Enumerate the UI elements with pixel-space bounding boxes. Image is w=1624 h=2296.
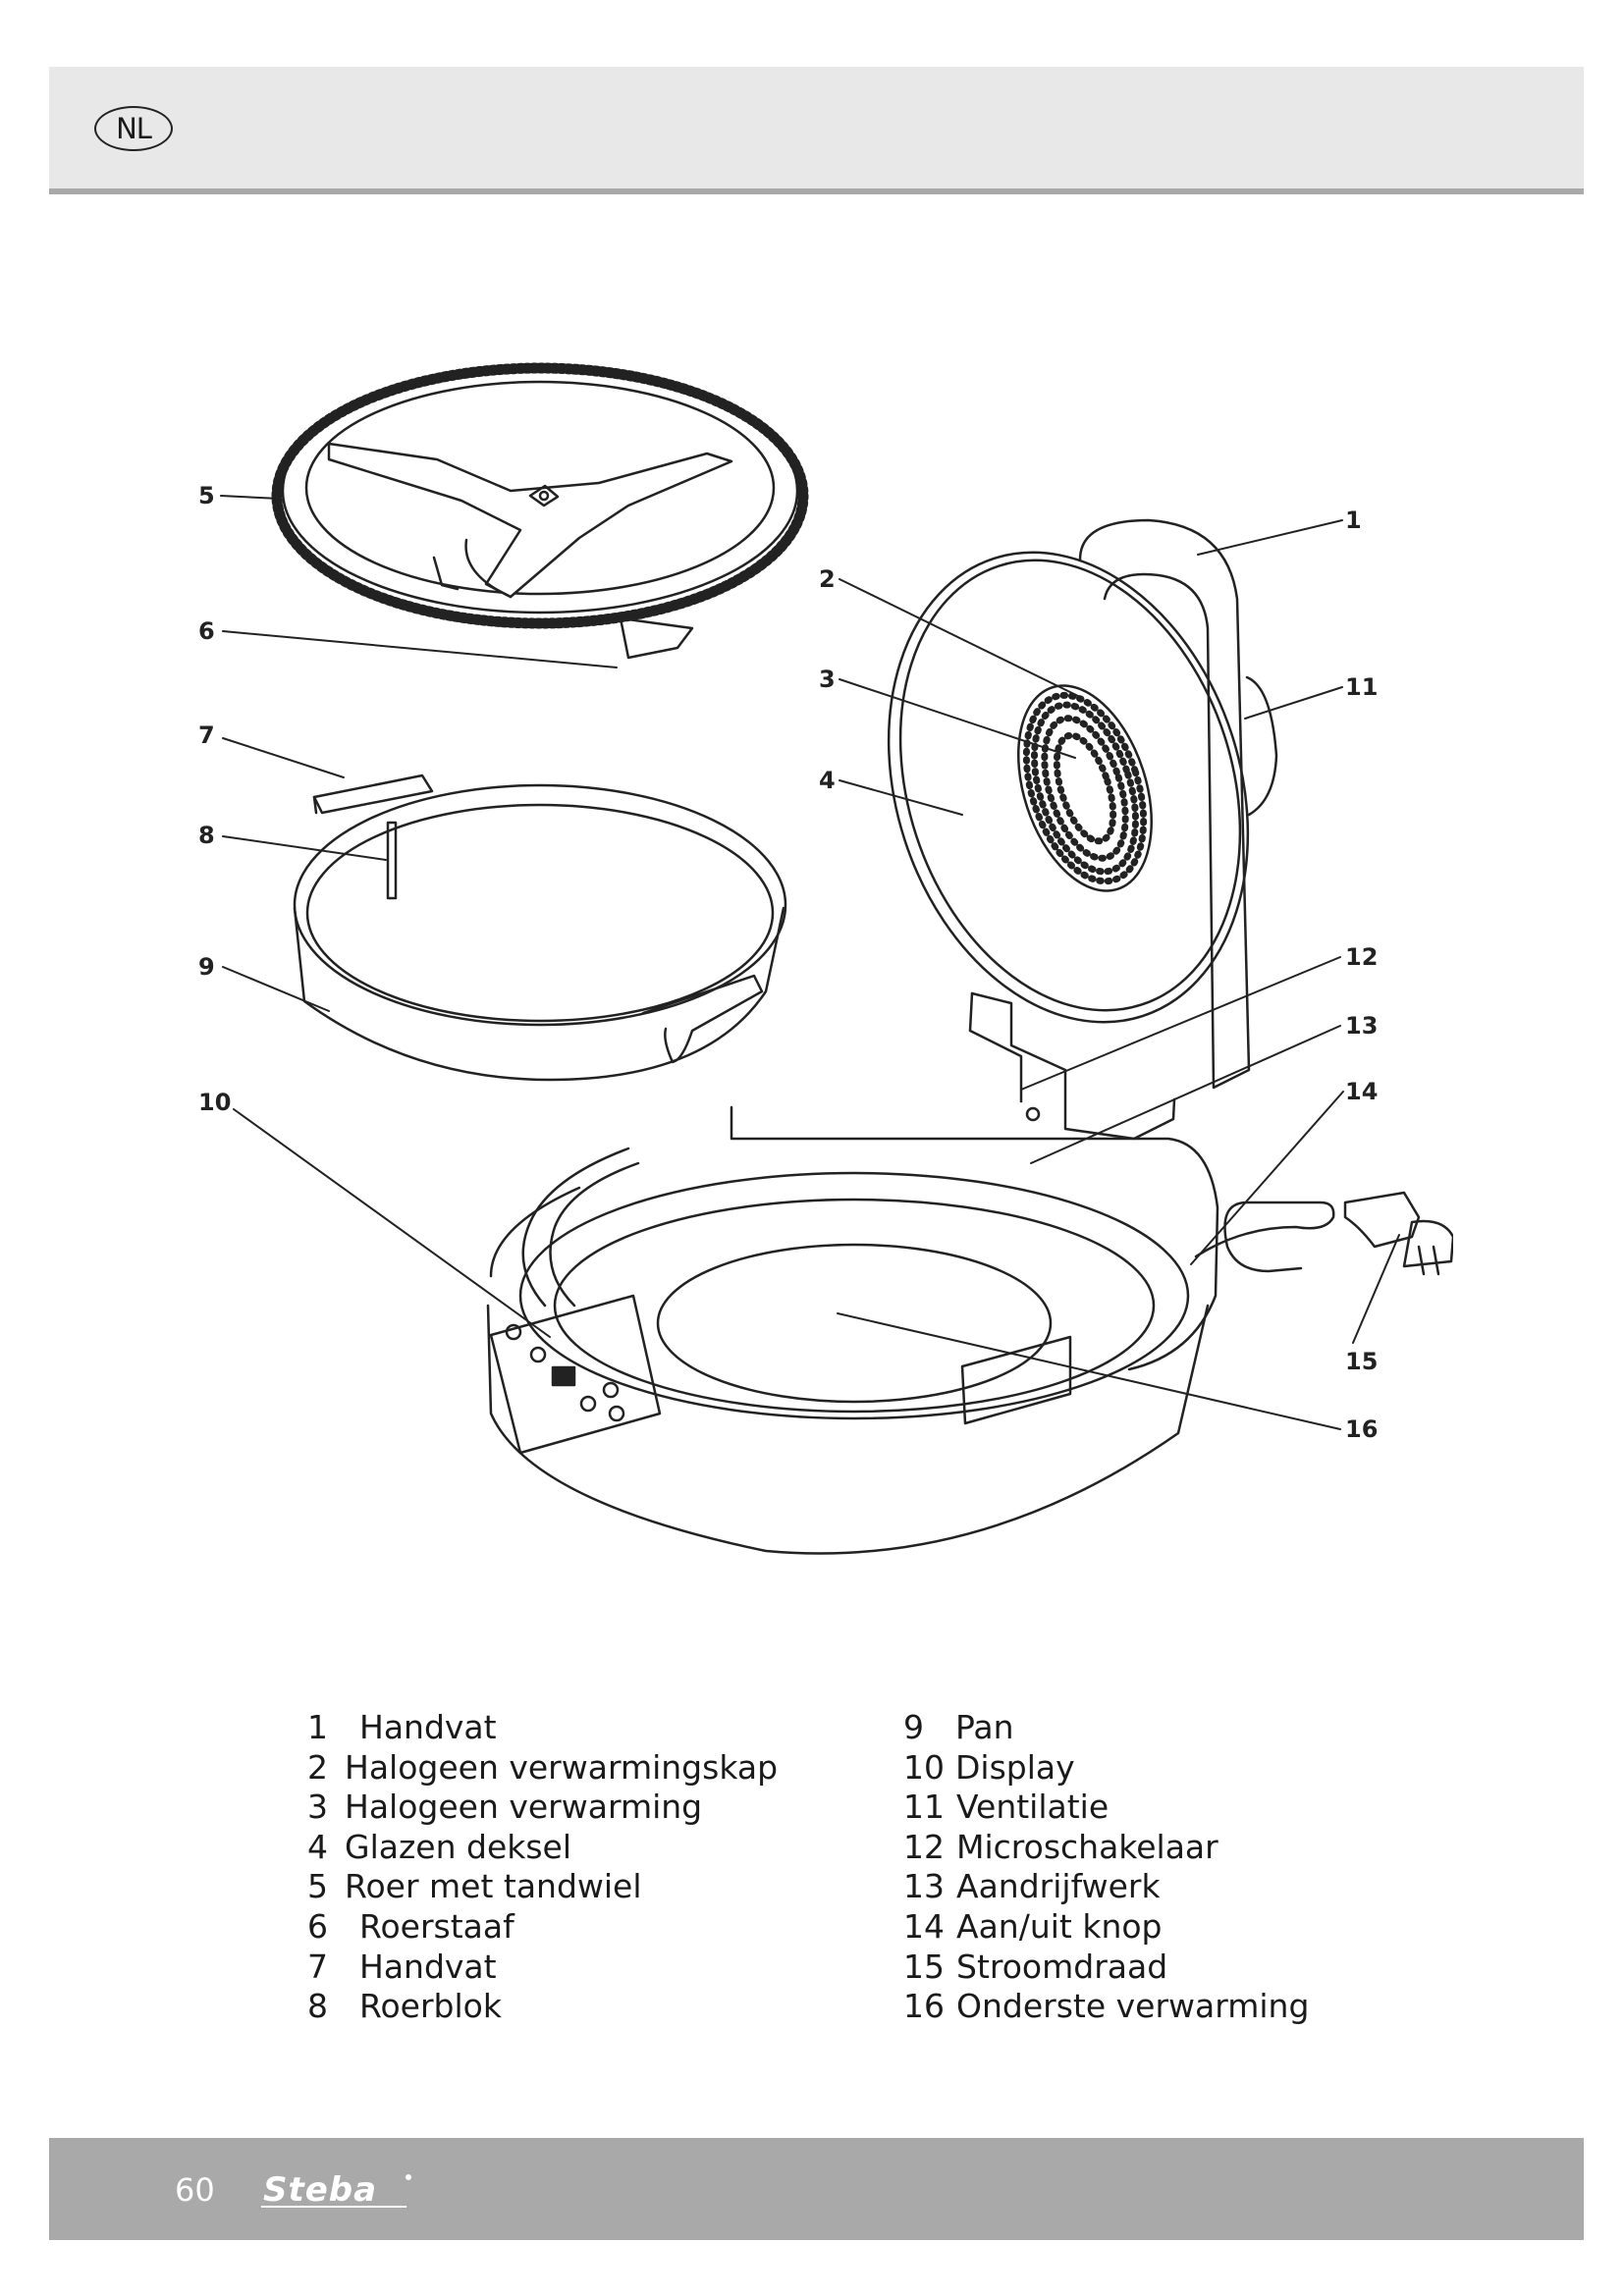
legend-label: Microschakelaar — [956, 1827, 1218, 1866]
legend-number: 12 — [903, 1827, 945, 1866]
callout-11: 11 — [1345, 673, 1378, 701]
legend-label: Aandrijfwerk — [956, 1867, 1161, 1906]
legend-item: 8 Roerblok — [307, 1987, 778, 2027]
legend-label: Stroomdraad — [956, 1947, 1168, 1986]
legend-item: 16 Onderste verwarming — [903, 1987, 1309, 2027]
legend-number: 6 — [307, 1906, 328, 1946]
legend-label: Glazen deksel — [345, 1827, 572, 1866]
legend-number: 2 — [307, 1747, 328, 1787]
callout-15: 15 — [1345, 1348, 1378, 1375]
legend-number: 9 — [903, 1708, 924, 1746]
legend-item: 11 Ventilatie — [903, 1788, 1309, 1828]
callout-4: 4 — [819, 767, 836, 794]
legend-number: 4 — [307, 1827, 328, 1866]
legend-number: 13 — [903, 1867, 945, 1906]
legend-item: 5 Roer met tandwiel — [307, 1867, 778, 1907]
page-footer: 60 Steba — [49, 2138, 1584, 2240]
legend-number: 15 — [903, 1947, 945, 1986]
pan — [293, 774, 787, 1082]
brand-logo: Steba — [261, 2170, 411, 2210]
legend-label: Onderste verwarming — [956, 1987, 1310, 2026]
legend-item: 9 Pan — [903, 1708, 1309, 1748]
callout-12: 12 — [1345, 943, 1378, 971]
callout-13: 13 — [1345, 1012, 1378, 1040]
legend-item: 12 Microschakelaar — [903, 1828, 1309, 1868]
legend-number: 8 — [307, 1987, 328, 2026]
legend-label: Halogeen verwarming — [345, 1788, 703, 1827]
legend-number: 1 — [307, 1708, 328, 1746]
callout-3: 3 — [819, 666, 836, 693]
legend-item: 1 Handvat — [307, 1708, 778, 1748]
callout-5: 5 — [198, 482, 215, 509]
page-number: 60 — [175, 2171, 215, 2209]
callout-14: 14 — [1345, 1078, 1378, 1105]
callout-leaders — [220, 495, 1400, 1430]
legend-label: Handvat — [359, 1708, 497, 1746]
stirrer-with-gear — [271, 362, 809, 660]
legend-number: 11 — [903, 1788, 945, 1827]
legend-label: Handvat — [359, 1947, 497, 1986]
legend-item: 14 Aan/uit knop — [903, 1907, 1309, 1948]
legend-label: Roerstaaf — [359, 1906, 514, 1946]
legend-number: 14 — [903, 1906, 945, 1946]
callout-numbers: 1 2 3 4 5 6 7 8 9 10 11 12 13 14 15 16 — [198, 482, 1378, 1443]
legend-label: Roer met tandwiel — [345, 1867, 642, 1906]
callout-7: 7 — [198, 721, 215, 749]
legend-label: Aan/uit knop — [956, 1906, 1163, 1946]
legend-item: 7 Handvat — [307, 1948, 778, 1988]
legend-number: 16 — [903, 1987, 945, 2026]
callout-9: 9 — [198, 953, 215, 981]
callout-10: 10 — [198, 1089, 231, 1116]
legend-number: 10 — [903, 1747, 945, 1787]
legend-item: 4 Glazen deksel — [307, 1828, 778, 1868]
legend-number: 5 — [307, 1867, 328, 1906]
product-exploded-diagram: 1 2 3 4 5 6 7 8 9 10 11 12 13 14 15 16 — [198, 362, 1453, 1555]
brand-logo-text: Steba — [263, 2170, 377, 2210]
legend-item: 2 Halogeen verwarmingskap — [307, 1748, 778, 1789]
legend-item: 6 Roerstaaf — [307, 1907, 778, 1948]
legend-item: 3 Halogeen verwarming — [307, 1788, 778, 1828]
legend-label: Roerblok — [359, 1987, 502, 2026]
legend-item: 15 Stroomdraad — [903, 1948, 1309, 1988]
legend-item: 13 Aandrijfwerk — [903, 1867, 1309, 1907]
callout-6: 6 — [198, 617, 215, 645]
page-header: NL — [49, 67, 1584, 194]
callout-16: 16 — [1345, 1415, 1378, 1443]
lid-assembly — [887, 518, 1278, 1141]
legend-label: Halogeen verwarmingskap — [345, 1747, 779, 1787]
legend-label: Ventilatie — [956, 1788, 1110, 1827]
callout-8: 8 — [198, 822, 215, 849]
legend-number: 3 — [307, 1788, 328, 1827]
legend-label: Pan — [955, 1708, 1014, 1746]
callout-1: 1 — [1345, 507, 1362, 534]
legend-label: Display — [955, 1747, 1075, 1787]
base-unit — [486, 1105, 1453, 1555]
language-badge: NL — [94, 106, 173, 151]
callout-2: 2 — [819, 565, 836, 593]
legend-number: 7 — [307, 1947, 328, 1986]
